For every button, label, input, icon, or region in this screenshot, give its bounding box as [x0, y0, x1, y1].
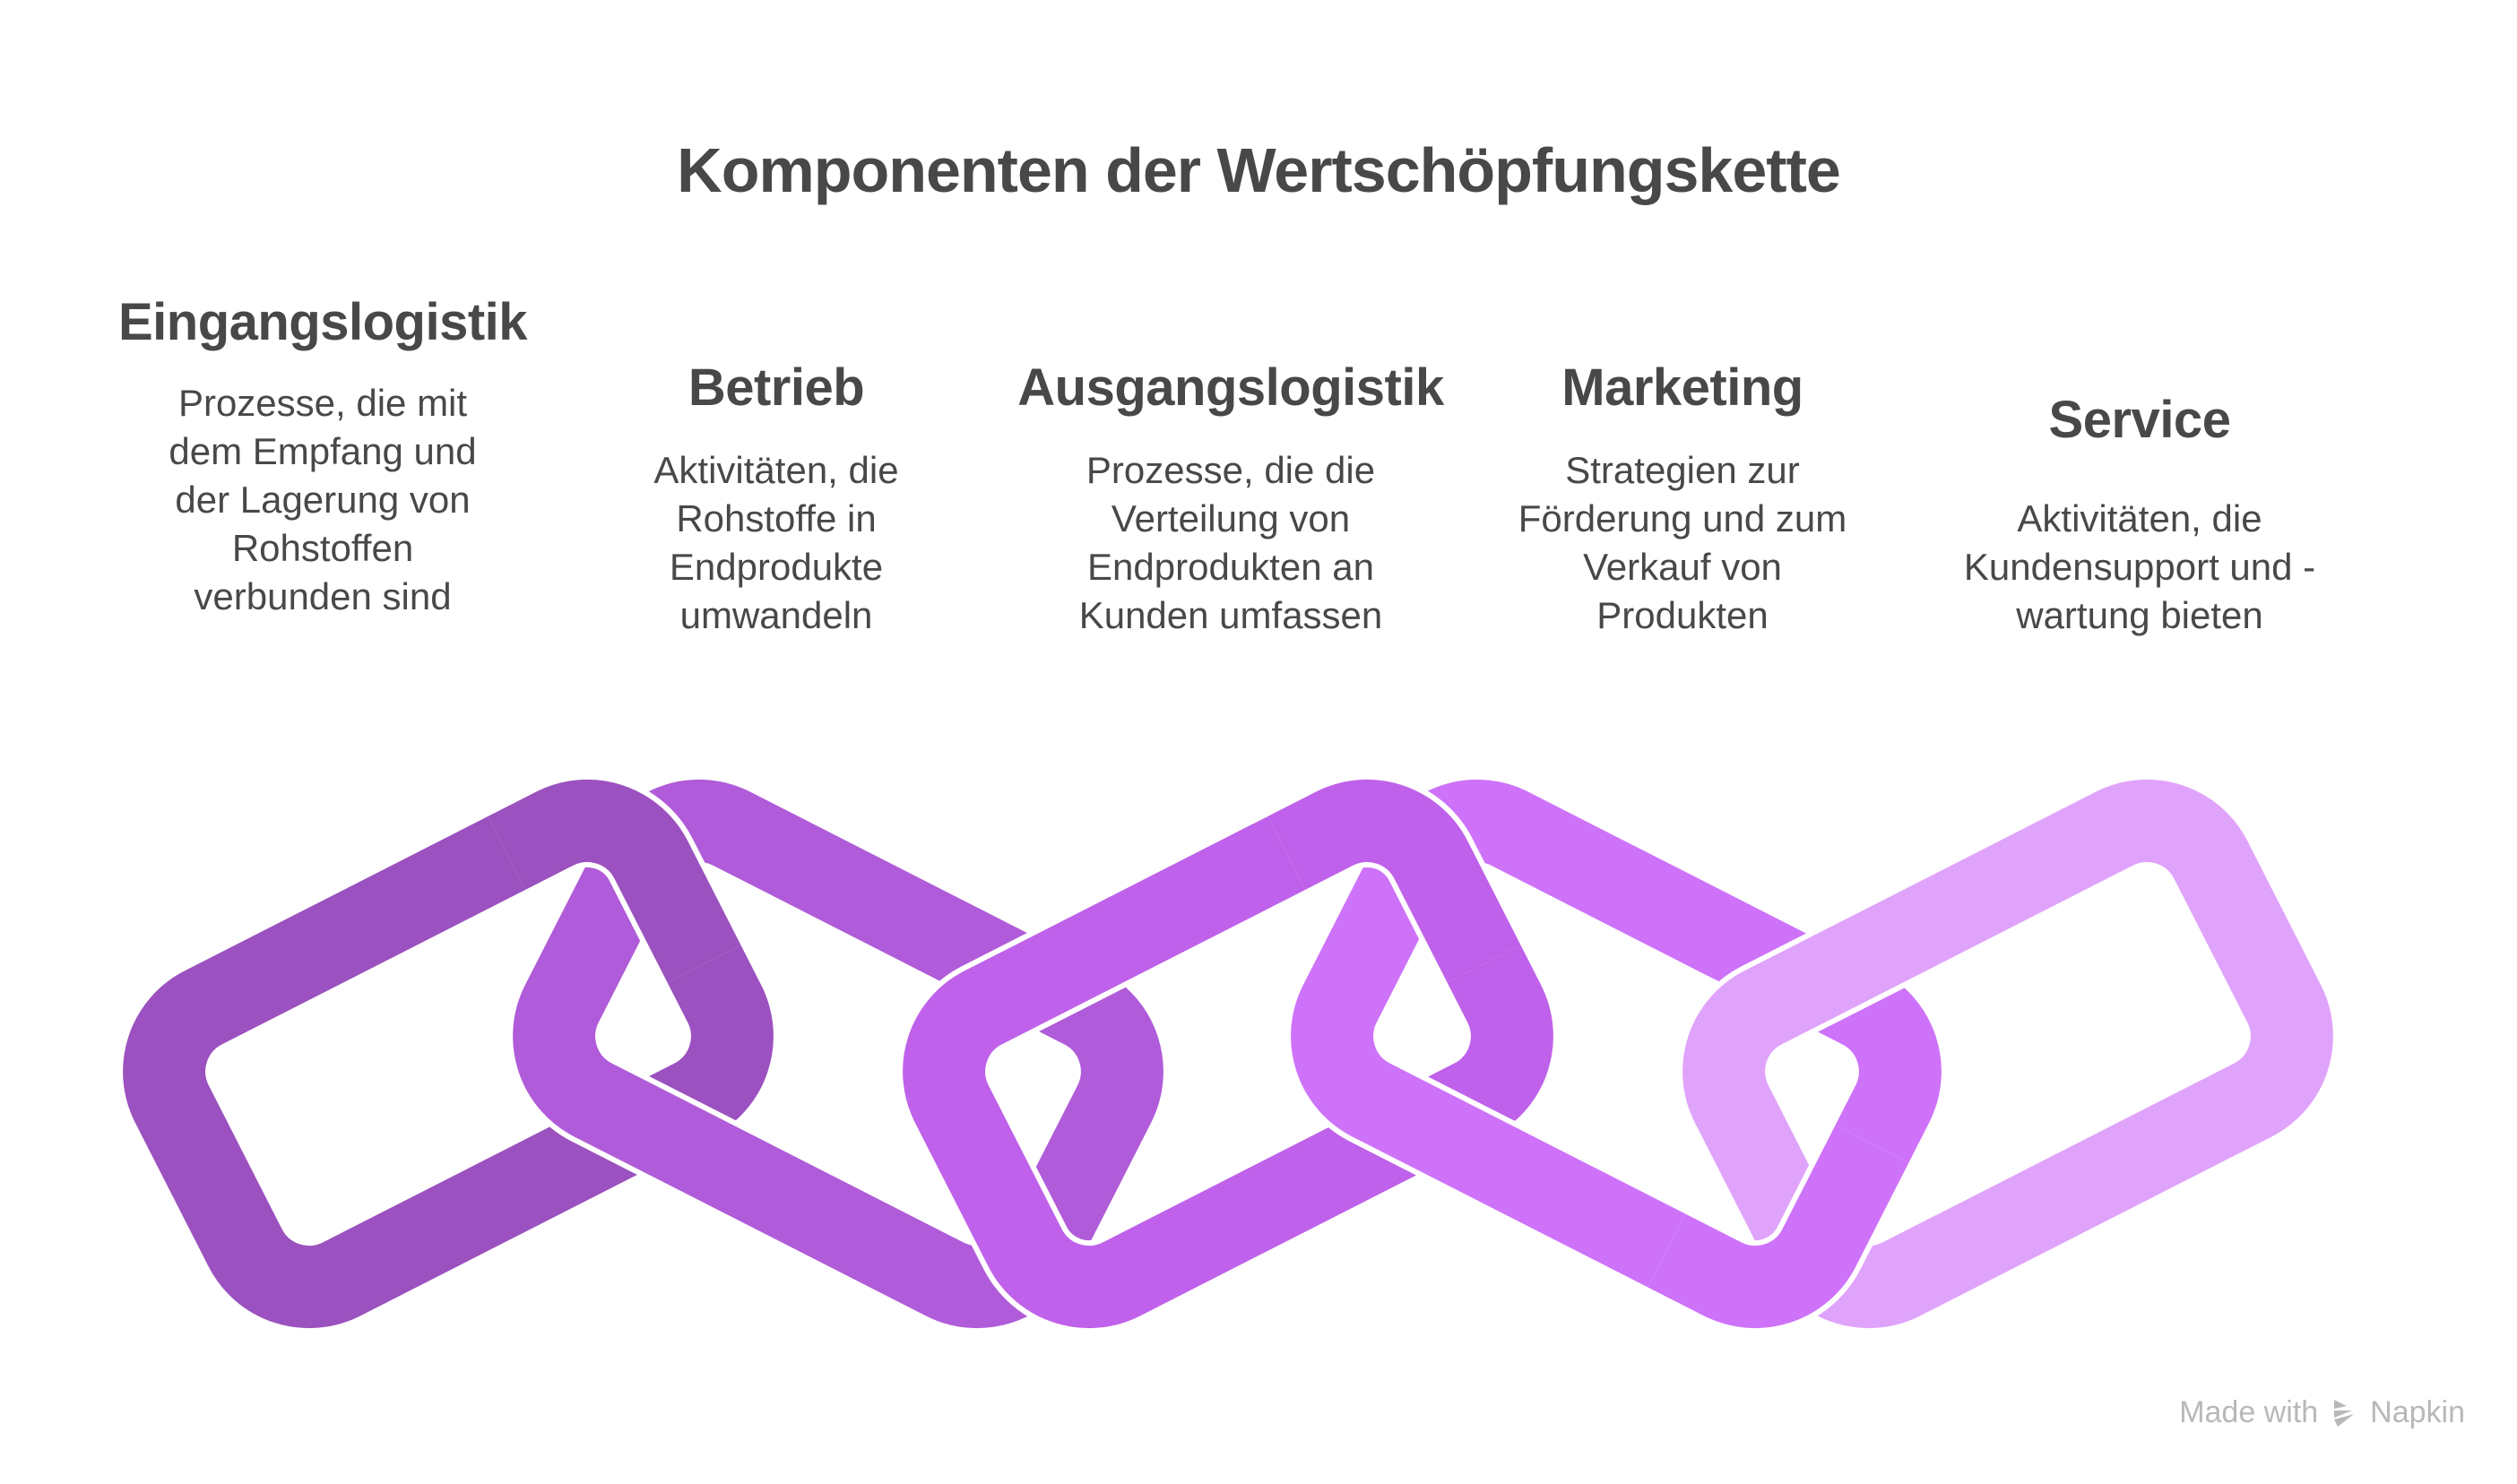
chain-link-1-overlap [470, 773, 779, 1022]
component-heading: Eingangslogistik [117, 293, 528, 351]
component-description: Aktivitäten, die Kundensupport und - war… [1963, 497, 2316, 636]
chain-link-2 [507, 773, 1169, 1334]
chain-link-5 [1677, 773, 2339, 1334]
component-description: Aktivitäten, die Rohstoffe in Endprodukt… [653, 449, 899, 636]
page-title: Komponenten der Wertschöpfungskette [677, 135, 1841, 205]
chain-link-4-overlap [1630, 1083, 1947, 1334]
component-description: Prozesse, die die Verteilung von Endprod… [1078, 449, 1383, 636]
component-eingangslogistik: Eingangslogistik Prozesse, die mit dem E… [90, 291, 556, 621]
watermark-prefix: Made with [2179, 1395, 2319, 1429]
component-description: Prozesse, die mit dem Empfang und der La… [169, 382, 477, 617]
watermark-brand: Napkin [2370, 1395, 2465, 1429]
chain-link-3-overlap [1250, 773, 1559, 1022]
component-betrieb: Betrieb Aktivitäten, die Rohstoffe in En… [543, 357, 1009, 640]
component-heading: Service [2048, 391, 2231, 449]
component-service: Service Aktivitäten, die Kundensupport u… [1907, 389, 2373, 640]
component-heading: Ausgangslogistik [1017, 358, 1444, 417]
component-ausgangslogistik: Ausgangslogistik Prozesse, die die Verte… [998, 357, 1464, 640]
component-heading: Marketing [1561, 358, 1803, 417]
watermark: Made with Napkin [2179, 1395, 2465, 1430]
component-heading: Betrieb [688, 358, 865, 417]
component-description: Strategien zur Förderung und zum Verkauf… [1518, 449, 1847, 636]
napkin-logo-icon [2334, 1399, 2355, 1427]
component-marketing: Marketing Strategien zur Förderung und z… [1449, 357, 1916, 640]
